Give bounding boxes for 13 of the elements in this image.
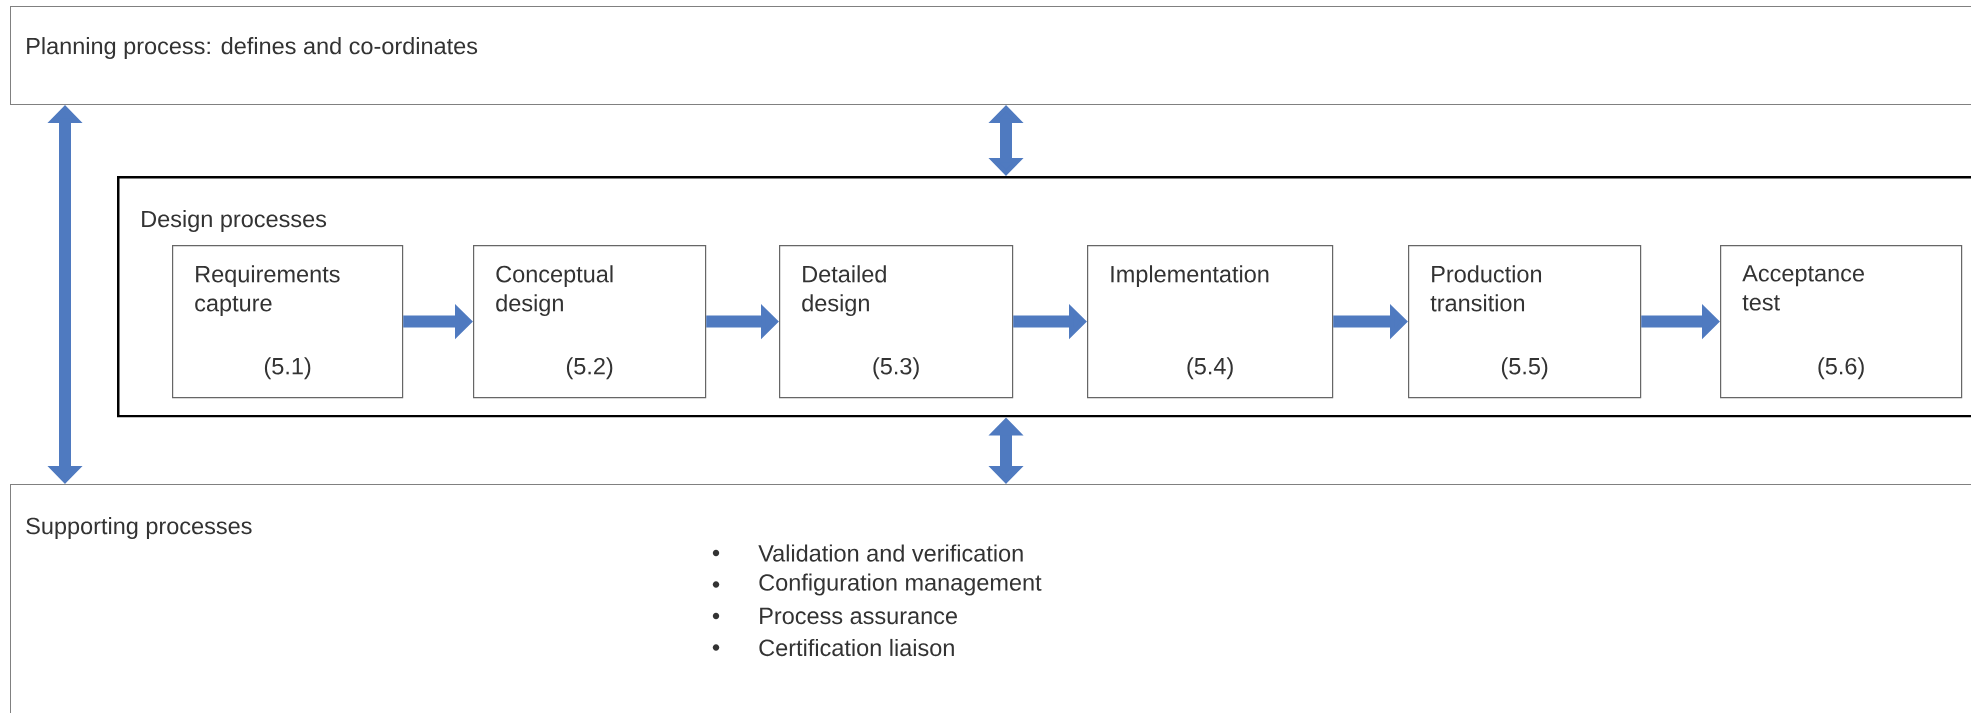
process-box: Acceptance test (5.6) [1720, 245, 1963, 399]
list-item: Certification liaison [759, 638, 954, 657]
list-item: Configuration management [759, 573, 1042, 596]
list-item: Process assurance [760, 607, 957, 625]
process-box: Conceptual design (5.2) [473, 245, 707, 399]
band-heading: Supporting processes [26, 517, 252, 539]
list-item: Validation and verification [758, 544, 1023, 562]
band-heading: Planning process: defines and co-ordinates [27, 37, 478, 59]
group-heading: Design processes [142, 210, 327, 232]
process-box: Requirements capture (5.1) [172, 245, 404, 399]
process-box: Production transition (5.5) [1408, 245, 1642, 399]
process-box: Detailed design (5.3) [779, 245, 1014, 399]
process-box: Implementation (5.4) [1087, 245, 1334, 399]
